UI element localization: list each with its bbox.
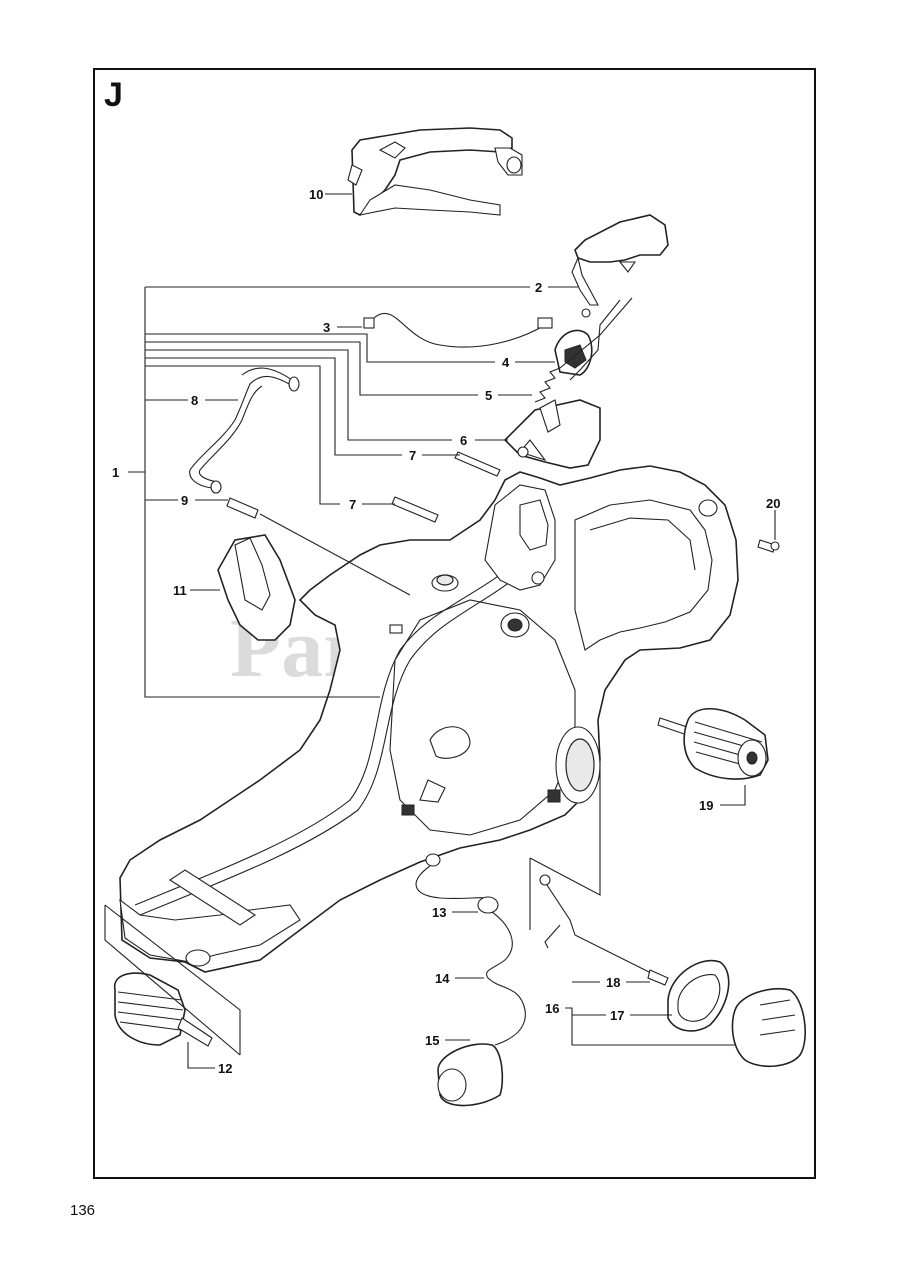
callout-5: 5: [485, 388, 492, 403]
callout-7b: 7: [349, 497, 356, 512]
callout-15: 15: [425, 1033, 439, 1048]
callout-12: 12: [218, 1061, 232, 1076]
part-throttle-lockout: [571, 214, 669, 306]
callout-4: 4: [502, 355, 510, 370]
part-fuel-cap: [539, 874, 806, 1068]
callout-2: 2: [535, 280, 542, 295]
tank-housing: [119, 465, 739, 973]
callout-14: 14: [435, 971, 450, 986]
part-fuel-line: [415, 853, 526, 1107]
callout-16: 16: [545, 1001, 559, 1016]
callout-13: 13: [432, 905, 446, 920]
part-throttle-lock: [503, 399, 601, 469]
callout-17: 17: [610, 1008, 624, 1023]
part-av-spring-left: [114, 972, 213, 1047]
callout-8: 8: [191, 393, 198, 408]
callout-1: 1: [112, 465, 119, 480]
page-number: 136: [70, 1202, 96, 1219]
leader-lines: [104, 193, 776, 1069]
callout-9: 9: [181, 493, 188, 508]
diagram-frame: [93, 68, 816, 1179]
callout-18: 18: [606, 975, 620, 990]
part-pins: [391, 451, 501, 523]
part-screw: [757, 539, 780, 553]
part-throttle-cable: [363, 308, 591, 348]
part-hose: [189, 367, 300, 494]
callout-7a: 7: [409, 448, 416, 463]
part-fitting: [226, 497, 411, 596]
part-top-cover: [347, 127, 523, 216]
callout-3: 3: [323, 320, 330, 335]
callout-11: 11: [173, 583, 187, 598]
callout-labels: 1 2 3 4 5 6 7 7 8 9 10 11 12 13 14 15 16…: [112, 187, 780, 1076]
callout-20: 20: [766, 496, 780, 511]
part-side-cover: [217, 534, 296, 641]
callout-19: 19: [699, 798, 713, 813]
section-letter: J: [104, 76, 123, 114]
part-av-spring-right: [657, 708, 769, 780]
part-spring: [534, 297, 633, 403]
callout-6: 6: [460, 433, 467, 448]
callout-10: 10: [309, 187, 323, 202]
